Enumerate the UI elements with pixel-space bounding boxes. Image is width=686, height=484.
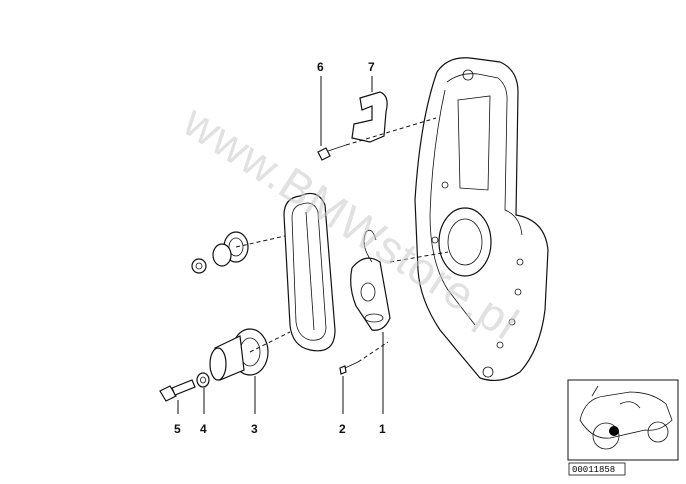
clip-bracket [351, 91, 388, 143]
callout-2: 2 [339, 422, 346, 436]
washer [196, 372, 210, 388]
diagram-reference: 00011858 [572, 465, 615, 475]
cover-bolt [317, 144, 347, 161]
callout-3: 3 [251, 422, 258, 436]
motorcycle-icon [579, 385, 673, 450]
small-screw [339, 361, 359, 375]
idler-pulley [191, 231, 249, 274]
timing-cover [414, 57, 549, 382]
bracket-plate [350, 229, 391, 331]
leader-lines [177, 76, 384, 414]
drive-belt [283, 192, 336, 352]
location-marker-icon [609, 426, 619, 436]
motorcycle-inset: 00011858 [567, 379, 679, 476]
callout-4: 4 [200, 422, 207, 436]
crankshaft-pulley [209, 328, 269, 381]
callout-5: 5 [174, 422, 181, 436]
callout-6: 6 [317, 60, 324, 74]
callout-7: 7 [368, 60, 375, 74]
pulley-bolt [159, 379, 196, 402]
callout-1: 1 [379, 422, 386, 436]
